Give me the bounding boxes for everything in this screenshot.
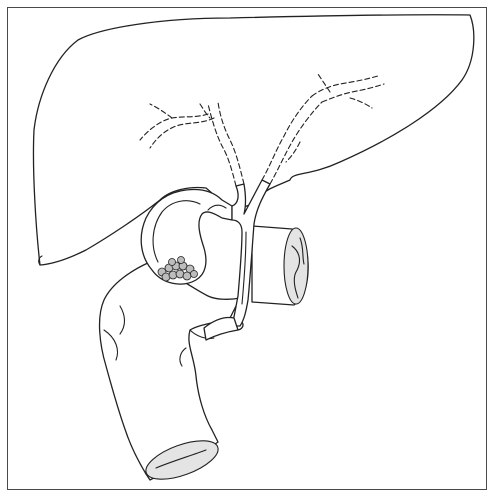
pancreas-segment [252,226,308,305]
duodenum [100,262,243,487]
